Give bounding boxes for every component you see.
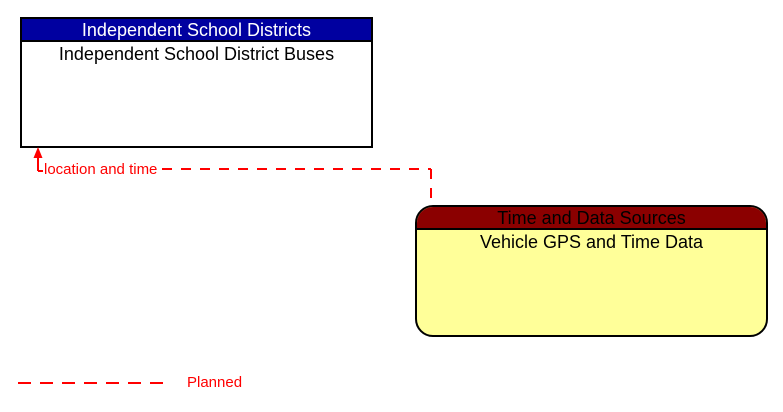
entity-vehicle-gps-and-time-data[interactable]: Time and Data Sources Vehicle GPS and Ti… [415,205,768,337]
flow-arrowhead-icon [33,147,43,158]
entity-header-independent-school-districts: Independent School Districts [22,19,371,42]
legend-label-planned: Planned [187,374,243,391]
entity-independent-school-district-buses[interactable]: Independent School Districts Independent… [20,17,373,148]
entity-header-time-and-data-sources: Time and Data Sources [417,207,766,230]
entity-element-vehicle-gps-and-time-data: Vehicle GPS and Time Data [479,232,704,252]
entity-element-independent-school-district-buses: Independent School District Buses [58,44,335,64]
flow-label-location-and-time[interactable]: location and time [44,161,158,178]
